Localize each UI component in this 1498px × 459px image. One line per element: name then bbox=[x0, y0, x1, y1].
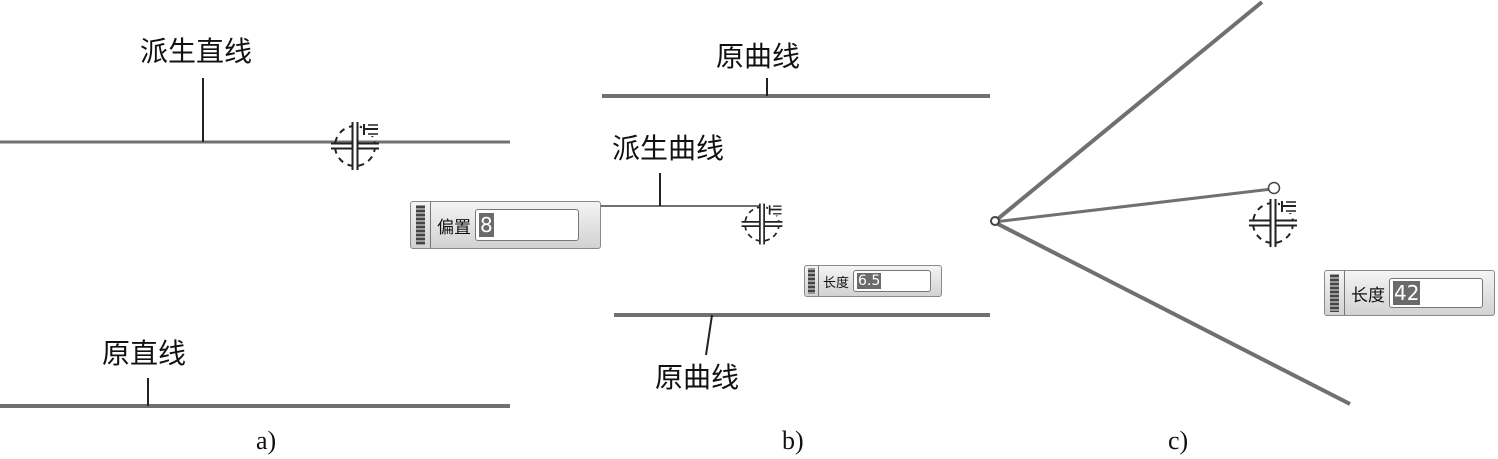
drag-grip-handle[interactable] bbox=[411, 202, 431, 248]
length-field[interactable]: 6.5 bbox=[853, 270, 932, 292]
length-input-box: 长度 42 bbox=[1324, 270, 1495, 316]
angle-ray-lower bbox=[993, 220, 1351, 406]
offset-input-box: 偏置 8 bbox=[410, 201, 601, 249]
caption-c: c) bbox=[1168, 426, 1189, 455]
offset-label: 偏置 bbox=[437, 217, 471, 238]
length-input-box: 长度 6.5 bbox=[804, 265, 942, 297]
cursor-crosshair-icon bbox=[1249, 199, 1298, 247]
endpoint-handle[interactable] bbox=[1267, 181, 1281, 195]
length-value: 6.5 bbox=[857, 273, 882, 289]
length-label: 长度 bbox=[823, 275, 850, 291]
original-curve-bottom-label: 原曲线 bbox=[655, 361, 740, 394]
bisector-ray bbox=[993, 187, 1273, 224]
caption-b: b) bbox=[782, 426, 804, 455]
derived-line-label: 派生直线 bbox=[140, 35, 253, 68]
offset-field[interactable]: 8 bbox=[475, 209, 579, 241]
drag-grip-handle[interactable] bbox=[805, 266, 819, 296]
drag-grip-handle[interactable] bbox=[1325, 271, 1345, 315]
length-value: 42 bbox=[1393, 281, 1421, 305]
cursor-crosshair-icon bbox=[741, 203, 784, 245]
original-line-label: 原直线 bbox=[102, 337, 187, 370]
derived-curve-label: 派生曲线 bbox=[612, 132, 725, 165]
angle-ray-upper bbox=[992, 0, 1264, 224]
cursor-crosshair-icon bbox=[331, 122, 380, 170]
original-curve-bottom-leader bbox=[705, 314, 713, 356]
original-curve-top-label: 原曲线 bbox=[716, 40, 801, 73]
length-field[interactable]: 42 bbox=[1389, 278, 1483, 308]
caption-a: a) bbox=[256, 426, 277, 455]
offset-value: 8 bbox=[479, 213, 494, 237]
length-label: 长度 bbox=[1351, 285, 1385, 306]
vertex-point bbox=[990, 216, 1000, 226]
